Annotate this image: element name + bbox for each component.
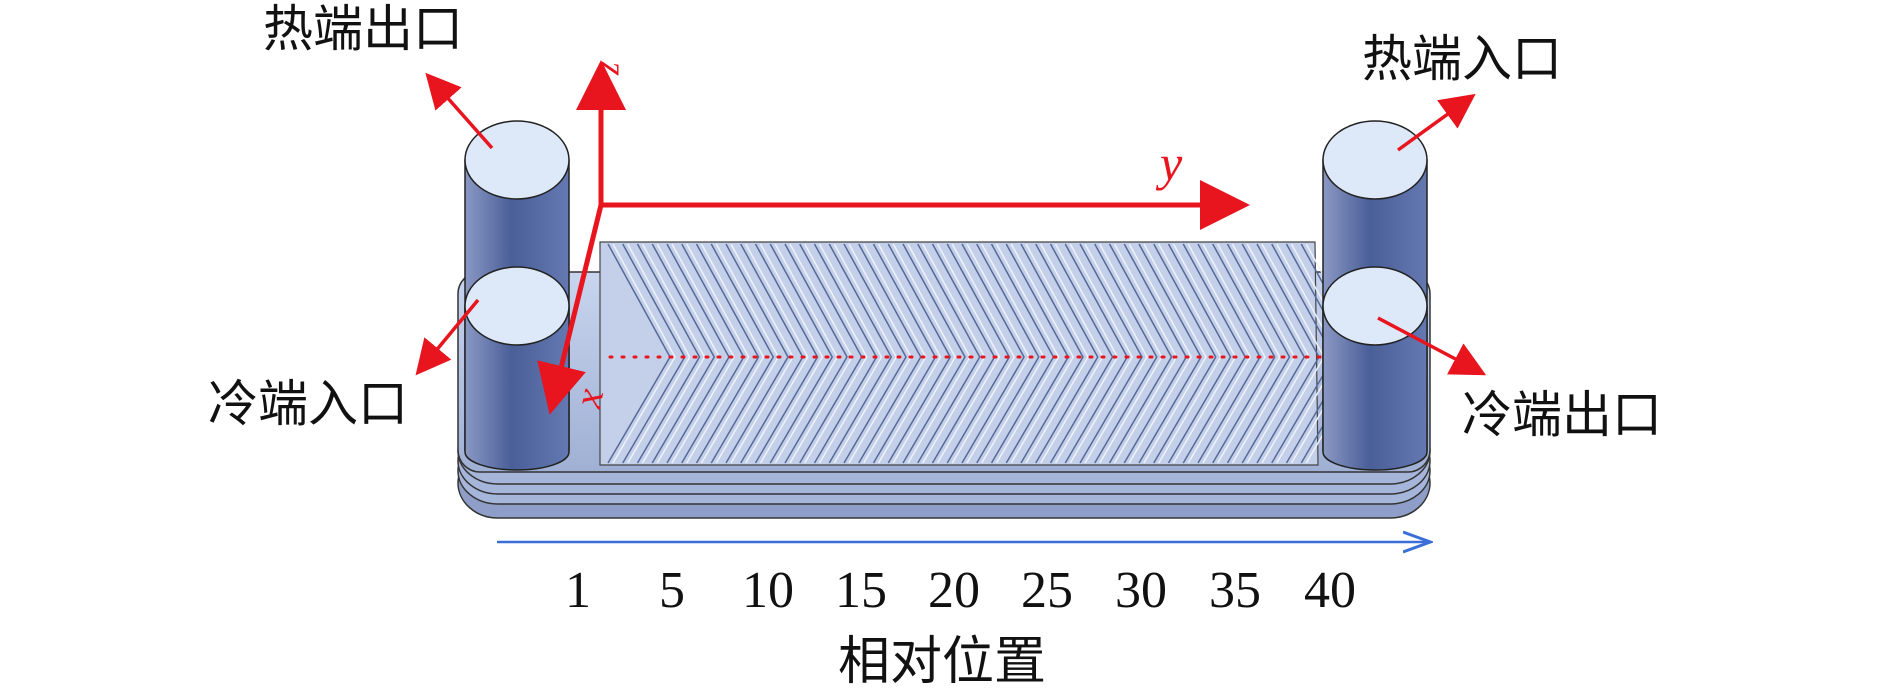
channel-fin — [1212, 243, 1276, 464]
channel-fin-edge — [1187, 243, 1252, 464]
cold-outlet-label: 冷端出口 — [1462, 386, 1662, 444]
channel-fin — [695, 243, 760, 464]
channel-fin — [843, 243, 907, 464]
position-tick-label: 40 — [1304, 562, 1356, 619]
channel-fin — [902, 243, 966, 464]
position-tick-label: 1 — [565, 562, 591, 619]
channel-fin-edge — [700, 243, 765, 464]
y-axis-label: y — [1160, 135, 1183, 191]
cold-inlet-label: 冷端入口 — [208, 375, 408, 433]
channel-fin — [636, 243, 701, 464]
flow-arrows — [415, 72, 1487, 376]
channel-fin — [725, 243, 789, 464]
channel-fin-edge — [1128, 243, 1193, 464]
position-tick-label: 35 — [1209, 562, 1261, 619]
channel-fin-edge — [745, 243, 809, 464]
channel-fin-edge — [892, 243, 957, 464]
channel-fin-edge — [877, 243, 942, 464]
channel-fin — [1035, 243, 1099, 464]
channel-fin — [1094, 243, 1158, 464]
channel-fin — [1153, 243, 1217, 464]
channel-fin-edge — [1143, 243, 1207, 464]
channel-fin-edge — [1202, 243, 1266, 464]
cold-outlet-arrow — [1377, 316, 1487, 376]
channel-fin — [1167, 243, 1232, 464]
channel-fin-edge — [627, 243, 691, 464]
position-tick-label: 15 — [835, 562, 887, 619]
channel-fin-edge — [951, 243, 1016, 464]
channel-fin — [769, 243, 834, 464]
channel-fin — [1226, 243, 1291, 464]
channel-fin — [887, 243, 952, 464]
position-tick-label: 5 — [659, 562, 685, 619]
channel-fin-edge — [936, 243, 1001, 464]
x-axis-arrow — [537, 204, 604, 415]
channel-fin — [1020, 243, 1084, 464]
channel-fin — [1079, 243, 1143, 464]
channel-fin — [976, 243, 1040, 464]
channel-fin-edge — [1010, 243, 1075, 464]
channel-fin — [828, 243, 893, 464]
channel-fin — [710, 243, 775, 464]
hot-inlet-arrow — [1396, 93, 1476, 152]
channel-fin-edge — [612, 243, 676, 464]
position-tick-label: 10 — [742, 562, 794, 619]
channel-fin-edge — [818, 243, 883, 464]
channel-fin-edge — [1084, 243, 1148, 464]
position-tick-label: 25 — [1021, 562, 1073, 619]
channel-fin — [917, 243, 981, 464]
channel-fin-edge — [686, 243, 750, 464]
channel-region — [599, 241, 1370, 466]
hot-outlet-label: 热端出口 — [263, 0, 463, 58]
right-port-cylinders — [1322, 120, 1428, 471]
channel-fin-edge — [759, 243, 824, 464]
position-tick-label: 20 — [928, 562, 980, 619]
channel-fin — [1108, 243, 1173, 464]
channel-fin-edge — [671, 243, 735, 464]
z-axis-label: z — [594, 62, 634, 77]
channel-fin — [784, 243, 848, 464]
position-tick-label: 30 — [1115, 562, 1167, 619]
channel-fin-edge — [995, 243, 1060, 464]
channel-fin-edge — [863, 243, 927, 464]
cold-inlet-arrow — [415, 298, 480, 376]
channel-fin-edge — [1025, 243, 1089, 464]
channel-fin-edge — [1217, 243, 1281, 464]
channel-fin — [1241, 243, 1306, 464]
hot-inlet-label: 热端入口 — [1362, 30, 1562, 88]
channel-fin — [961, 243, 1025, 464]
coordinate-axes — [537, 60, 1250, 415]
channel-fin — [651, 243, 716, 464]
hot-outlet-arrow — [425, 72, 494, 150]
channel-fin-edge — [1069, 243, 1134, 464]
channel-fin-edge — [833, 243, 898, 464]
channel-fin-edge — [804, 243, 868, 464]
left-port-cylinders — [464, 120, 570, 471]
position-axis-title: 相对位置 — [838, 632, 1047, 692]
